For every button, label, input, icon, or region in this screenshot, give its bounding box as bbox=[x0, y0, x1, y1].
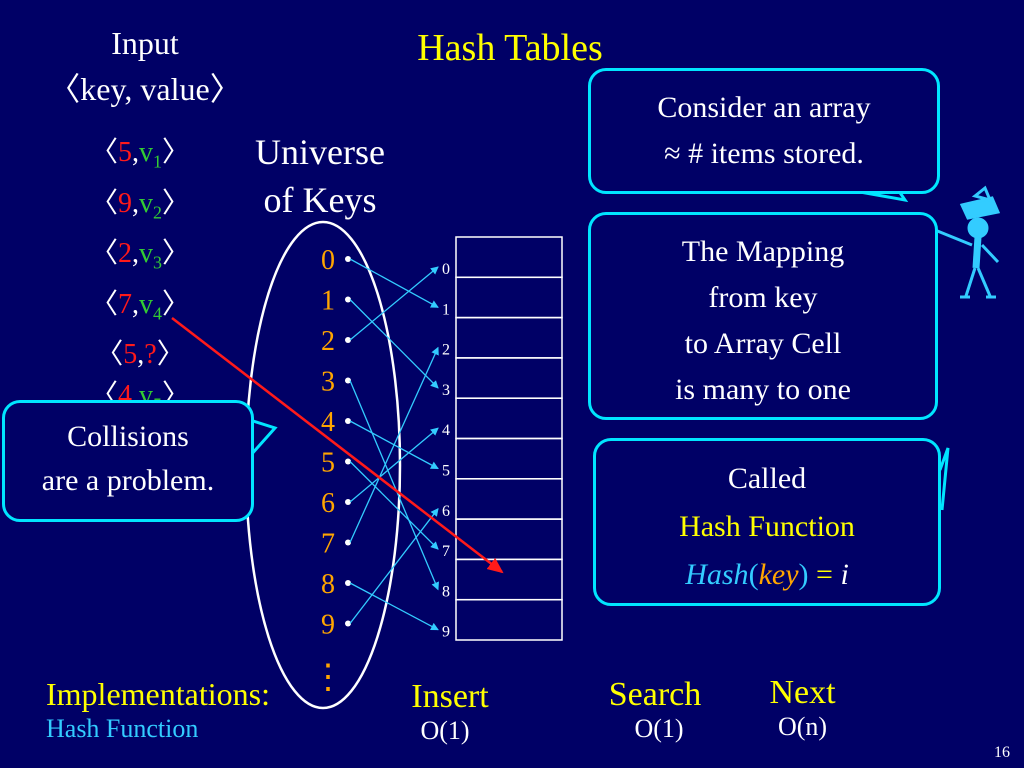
mapping-line4: is many to one bbox=[675, 373, 851, 406]
consider-line1: Consider an array bbox=[657, 91, 871, 124]
input-heading-line2: 〈key, value〉 bbox=[48, 71, 242, 107]
mapping-arrow bbox=[349, 380, 439, 591]
collisions-callout-tail bbox=[248, 418, 278, 457]
universe-key-dot bbox=[345, 580, 351, 586]
mapping-arrows bbox=[349, 258, 439, 631]
search-label: Search bbox=[608, 676, 702, 713]
next-cost: O(n) bbox=[777, 712, 828, 741]
mapping-arrow bbox=[349, 508, 439, 624]
universe-key-dot bbox=[345, 256, 351, 262]
mapping-arrow bbox=[349, 299, 439, 389]
universe-key-dot bbox=[345, 620, 351, 627]
array-cell bbox=[455, 598, 563, 641]
hash-formula: Hash(key) = i bbox=[685, 558, 849, 591]
universe-label: Universe of Keys bbox=[230, 128, 410, 224]
array-cell bbox=[455, 236, 563, 279]
mapping-arrow bbox=[349, 582, 439, 631]
input-heading-line1: Input bbox=[111, 25, 179, 61]
page-number: 16 bbox=[994, 744, 1010, 761]
array-cell bbox=[455, 276, 563, 319]
input-pair: 〈7,v4〉 bbox=[89, 288, 191, 324]
hash-function-label: Hash Function bbox=[46, 714, 199, 743]
pirate-figure-icon bbox=[929, 185, 1001, 299]
array-index-label: 7 bbox=[442, 543, 450, 560]
input-pairs-list: 〈5,v1〉 〈9,v2〉 〈2,v3〉 〈7,v4〉 〈5,?〉 〈4,v5〉 bbox=[80, 132, 200, 426]
collision-arrow bbox=[171, 317, 504, 574]
mapping-arrow bbox=[349, 258, 439, 308]
collisions-line2: are a problem. bbox=[41, 464, 215, 497]
array-index-label: 3 bbox=[442, 382, 450, 399]
universe-label-line1: Universe bbox=[255, 132, 385, 172]
input-pair: 〈9,v2〉 bbox=[89, 187, 191, 223]
implementations-label: Implementations: bbox=[46, 676, 270, 712]
mapping-arrow bbox=[349, 346, 439, 543]
universe-key-dot bbox=[345, 539, 351, 546]
page-title: Hash Tables bbox=[417, 27, 603, 69]
input-pair: 〈2,v3〉 bbox=[89, 238, 191, 273]
universe-key-dot bbox=[345, 377, 351, 384]
universe-key: 8 bbox=[321, 569, 335, 600]
universe-key-dot bbox=[345, 499, 351, 505]
array-index-label: 4 bbox=[442, 422, 450, 439]
consider-array-callout: Consider an array ≈ # items stored. bbox=[588, 68, 940, 194]
array-cell bbox=[455, 558, 563, 601]
insert-label: Insert bbox=[411, 678, 489, 715]
mapping-arrow bbox=[349, 461, 439, 550]
universe-key: 1 bbox=[321, 286, 335, 317]
array-index-label: 1 bbox=[442, 301, 450, 318]
universe-key-dot bbox=[345, 458, 351, 465]
input-pair: 〈5,v1〉 bbox=[89, 137, 191, 172]
mapping-arrow bbox=[349, 427, 439, 503]
hash-array: 0 1 2 3 4 5 6 7 8 9 bbox=[442, 236, 563, 641]
mapping-callout: The Mapping from key to Array Cell is ma… bbox=[588, 212, 938, 420]
array-index-label: 0 bbox=[442, 261, 450, 278]
input-pair-query: 〈5,?〉 bbox=[95, 339, 185, 371]
array-cell bbox=[455, 357, 563, 399]
array-index-label: 6 bbox=[442, 503, 450, 520]
array-cell bbox=[455, 316, 563, 359]
mapping-line2: from key bbox=[708, 281, 818, 314]
called-callout-tail bbox=[938, 447, 950, 511]
array-index-label: 5 bbox=[442, 463, 450, 480]
called-line1: Called bbox=[727, 462, 807, 495]
hash-function-callout: Called Hash Function Hash(key) = i bbox=[593, 438, 941, 606]
mapping-arrow bbox=[349, 266, 439, 341]
universe-key: 5 bbox=[321, 448, 335, 479]
universe-ellipsis: ⋮ bbox=[311, 659, 345, 696]
array-index-label: 2 bbox=[442, 342, 450, 359]
array-index-label: 9 bbox=[442, 624, 450, 641]
insert-cost: O(1) bbox=[420, 716, 470, 745]
universe-key: 6 bbox=[321, 488, 335, 519]
universe-key: 4 bbox=[321, 407, 335, 438]
universe-key: 2 bbox=[321, 326, 335, 357]
universe-key: 3 bbox=[321, 367, 335, 398]
next-label: Next bbox=[769, 674, 836, 711]
universe-keys: 0 1 2 3 4 5 6 7 8 9 bbox=[321, 245, 351, 641]
mapping-line1: The Mapping bbox=[681, 235, 845, 268]
universe-key: 7 bbox=[321, 529, 335, 560]
array-cell bbox=[455, 518, 563, 561]
array-cell bbox=[455, 397, 563, 440]
called-line2: Hash Function bbox=[679, 510, 855, 543]
collisions-callout: Collisions are a problem. bbox=[2, 400, 254, 522]
mapping-line3: to Array Cell bbox=[684, 327, 842, 360]
universe-key-dot bbox=[345, 296, 351, 303]
consider-line2: ≈ # items stored. bbox=[664, 137, 864, 170]
input-heading: Input 〈key, value〉 bbox=[40, 20, 250, 112]
collisions-line1: Collisions bbox=[67, 420, 189, 453]
universe-key-dot bbox=[345, 337, 351, 343]
universe-label-line2: of Keys bbox=[263, 180, 377, 220]
array-cell bbox=[455, 437, 563, 480]
universe-key: 9 bbox=[321, 610, 335, 641]
search-cost: O(1) bbox=[634, 714, 684, 743]
universe-key: 0 bbox=[321, 245, 335, 276]
array-index-label: 8 bbox=[442, 583, 450, 600]
array-cell bbox=[455, 478, 563, 520]
universe-key-dot bbox=[345, 418, 351, 424]
